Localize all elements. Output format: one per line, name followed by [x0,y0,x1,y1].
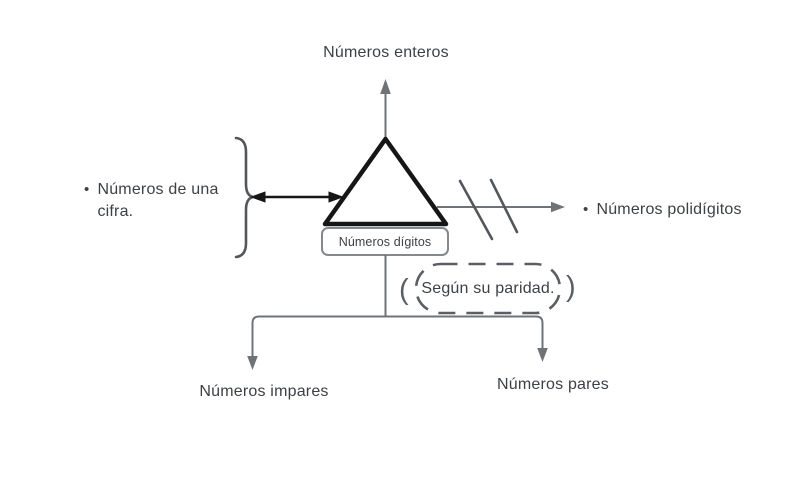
left-item-text: Números de una cifra. [97,181,219,220]
label-numeros-impares: Números impares [199,383,329,400]
label-numeros-pares: Números pares [497,376,609,393]
label-numeros-digitos: Números dígitos [338,234,432,249]
parallel-slashes-icon [458,178,519,241]
right-item-text: Números polidígitos [596,201,742,218]
right-arrow [437,201,565,213]
up-arrow [380,79,391,137]
label-segun-su-paridad: Según su paridad. [421,280,555,297]
branch-connector [247,255,548,370]
label-numeros-enteros: Números enteros [323,44,449,61]
open-paren: ( [399,274,409,306]
bullet-icon: • [583,201,589,218]
bullet-icon: • [84,181,90,198]
label-numeros-polidigitos: • Números polidígitos [583,199,742,221]
close-paren: ) [566,271,576,303]
triangle-shape [322,136,449,227]
double-arrow [250,191,344,203]
label-numeros-una-cifra: • Números de una cifra. [84,179,244,223]
